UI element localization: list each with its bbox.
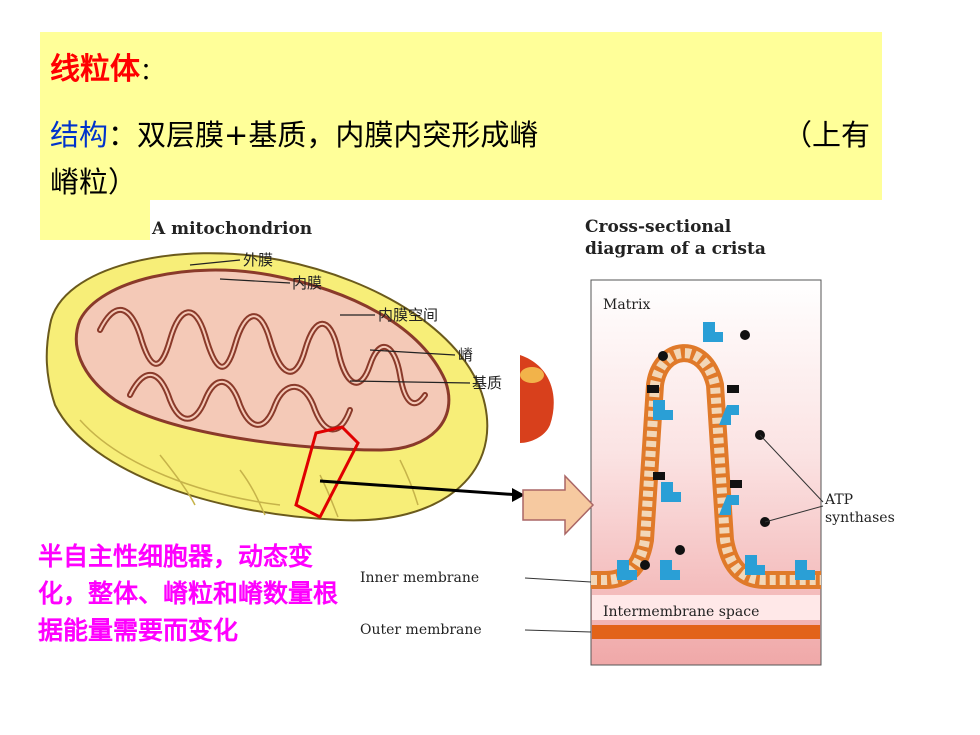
outer-membrane-bar xyxy=(592,625,820,639)
atp-synthase-particles xyxy=(617,322,815,580)
title-colon: ： xyxy=(140,57,164,85)
decorative-fragment xyxy=(520,355,554,443)
structure-text: （上有 结构：双层膜+基质，内膜内突形成嵴 嵴粒） xyxy=(50,112,880,206)
right-title-line2: diagram of a crista xyxy=(585,239,766,259)
label-intermembrane-space: 内膜空间 xyxy=(378,306,438,324)
label-matrix: 基质 xyxy=(472,374,502,392)
structure-continuation: 嵴粒） xyxy=(50,165,138,199)
title-text: 线粒体 xyxy=(50,52,140,87)
title-box xyxy=(40,32,882,200)
structure-body: ：双层膜+基质，内膜内突形成嵴 xyxy=(108,118,539,152)
label-crista: 嵴 xyxy=(458,346,473,364)
zoom-arrow xyxy=(522,474,595,536)
structure-paren: （上有 xyxy=(782,118,870,152)
label-outer-membrane-en: Outer membrane xyxy=(360,622,482,638)
left-figure-title: A mitochondrion xyxy=(151,219,312,239)
label-matrix-en: Matrix xyxy=(603,297,650,313)
label-atp: ATP xyxy=(824,492,853,508)
structure-label: 结构 xyxy=(50,118,109,152)
crista-cross-section-diagram: Cross-sectional diagram of a crista Matr… xyxy=(360,217,895,666)
note-text: 半自主性细胞器，动态变化，整体、嵴粒和嵴数量根据能量需要而变化 xyxy=(38,542,339,645)
slide-title: 线粒体： xyxy=(50,44,164,88)
label-synthases: synthases xyxy=(825,510,895,526)
label-inner-membrane: 内膜 xyxy=(292,274,322,292)
label-intermembrane-space-en: Intermembrane space xyxy=(603,604,759,620)
mitochondrion-diagram: A mitochondrion 外膜 内膜 内膜空间 嵴 基质 xyxy=(45,219,525,522)
label-inner-membrane-en: Inner membrane xyxy=(360,570,479,586)
zoom-arrow-line xyxy=(319,479,521,497)
label-outer-membrane: 外膜 xyxy=(243,251,273,269)
title-box-extension xyxy=(40,200,150,240)
right-title-line1: Cross-sectional xyxy=(585,217,732,237)
crista-highlight-box xyxy=(294,425,360,520)
